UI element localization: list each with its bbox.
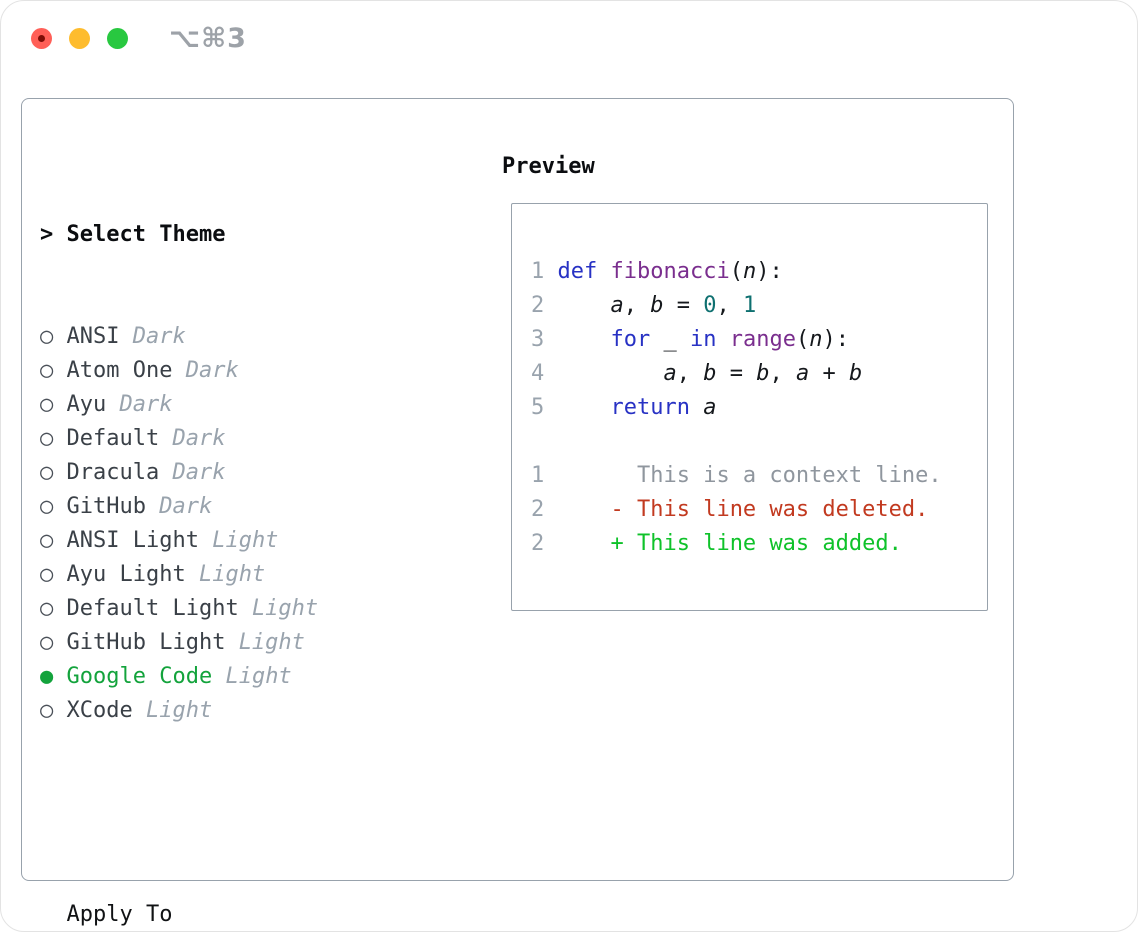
- radio-unselected-icon: ○: [40, 698, 67, 723]
- theme-name: Default Light: [66, 596, 252, 621]
- code-preview: 1 def fibonacci(n): 2 a, b = 0, 1 3 for _ …: [531, 255, 942, 561]
- code-line: 3 for _ in range(n):: [531, 327, 849, 352]
- theme-variant: Dark: [132, 324, 186, 349]
- radio-unselected-icon: ○: [40, 528, 67, 553]
- theme-name: Default: [66, 426, 173, 451]
- theme-name: Ayu Light: [66, 562, 199, 587]
- line-number: 1: [531, 259, 558, 284]
- theme-variant: Light: [225, 664, 292, 689]
- radio-unselected-icon: ○: [40, 358, 67, 383]
- theme-variant: Dark: [159, 494, 213, 519]
- theme-option-google-code[interactable]: ● Google Code Light: [40, 660, 411, 694]
- select-theme-title: Select Theme: [66, 222, 226, 247]
- radio-unselected-icon: ○: [40, 494, 67, 519]
- spacer: [40, 796, 411, 830]
- code-line: 5 return a: [531, 395, 717, 420]
- theme-variant: Light: [251, 596, 319, 621]
- line-number: 2: [531, 293, 558, 318]
- theme-variant: Light: [198, 562, 266, 587]
- theme-variant: Dark: [172, 426, 226, 451]
- radio-unselected-icon: ○: [40, 426, 67, 451]
- maximize-button[interactable]: [107, 28, 128, 49]
- theme-option-ayu-light[interactable]: ○ Ayu Light Light: [40, 558, 411, 592]
- titlebar: ⌥⌘3: [1, 1, 1137, 76]
- apply-to-title: Apply To: [66, 902, 173, 927]
- line-number: 1: [531, 463, 611, 488]
- radio-unselected-icon: ○: [40, 562, 67, 587]
- theme-option-github[interactable]: ○ GitHub Dark: [40, 490, 411, 524]
- spacer: [531, 425, 942, 459]
- theme-name: Google Code: [66, 664, 226, 689]
- close-dot-icon: [38, 35, 45, 42]
- radio-unselected-icon: ○: [40, 630, 67, 655]
- theme-name: GitHub: [66, 494, 160, 519]
- theme-option-ayu[interactable]: ○ Ayu Dark: [40, 388, 411, 422]
- preview-box: 1 def fibonacci(n): 2 a, b = 0, 1 3 for _ …: [511, 203, 988, 611]
- theme-variant: Light: [212, 528, 279, 553]
- radio-unselected-icon: ○: [40, 596, 67, 621]
- theme-variant: Dark: [172, 460, 226, 485]
- theme-option-default[interactable]: ○ Default Dark: [40, 422, 411, 456]
- theme-name: Dracula: [66, 460, 173, 485]
- left-column: > Select Theme ○ ANSI Dark○ Atom One Dar…: [40, 150, 411, 931]
- theme-variant: Light: [238, 630, 305, 655]
- radio-unselected-icon: ○: [40, 460, 67, 485]
- theme-name: Atom One: [66, 358, 186, 383]
- radio-selected-icon: ●: [40, 664, 67, 689]
- theme-option-xcode[interactable]: ○ XCode Light: [40, 694, 411, 728]
- theme-variant: Dark: [119, 392, 173, 417]
- theme-variant: Dark: [185, 358, 239, 383]
- theme-variant: Light: [145, 698, 213, 723]
- diff-line-add: 2 + This line was added.: [531, 527, 942, 561]
- theme-name: XCode: [66, 698, 146, 723]
- theme-option-github-light[interactable]: ○ GitHub Light Light: [40, 626, 411, 660]
- theme-list: ○ ANSI Dark○ Atom One Dark○ Ayu Dark○ De…: [40, 320, 411, 728]
- minimize-button[interactable]: [69, 28, 90, 49]
- line-number: 2: [531, 531, 611, 556]
- line-number: 4: [531, 361, 558, 386]
- theme-option-default-light[interactable]: ○ Default Light Light: [40, 592, 411, 626]
- theme-option-ansi[interactable]: ○ ANSI Dark: [40, 320, 411, 354]
- diff-text: This is a context line.: [610, 463, 942, 488]
- diff-text: + This line was added.: [610, 531, 902, 556]
- diff-text: - This line was deleted.: [610, 497, 929, 522]
- theme-option-atom-one[interactable]: ○ Atom One Dark: [40, 354, 411, 388]
- preview-title: Preview: [502, 154, 595, 179]
- theme-name: ANSI: [66, 324, 133, 349]
- theme-name: Ayu: [66, 392, 120, 417]
- diff-line-del: 2 - This line was deleted.: [531, 493, 942, 527]
- select-theme-header: > Select Theme: [40, 218, 411, 252]
- theme-option-ansi-light[interactable]: ○ ANSI Light Light: [40, 524, 411, 558]
- line-number: 3: [531, 327, 558, 352]
- line-number: 2: [531, 497, 611, 522]
- diff-line-ctx: 1 This is a context line.: [531, 459, 942, 493]
- line-number: 5: [531, 395, 558, 420]
- theme-option-dracula[interactable]: ○ Dracula Dark: [40, 456, 411, 490]
- theme-name: GitHub Light: [66, 630, 239, 655]
- radio-unselected-icon: ○: [40, 324, 67, 349]
- theme-name: ANSI Light: [66, 528, 213, 553]
- radio-unselected-icon: ○: [40, 392, 67, 417]
- theme-selector-panel: > Select Theme ○ ANSI Dark○ Atom One Dar…: [21, 98, 1014, 927]
- code-line: 1 def fibonacci(n):: [531, 259, 783, 284]
- close-button[interactable]: [31, 28, 52, 49]
- code-line: 4 a, b = b, a + b: [531, 361, 863, 386]
- focus-prompt-icon: >: [40, 222, 67, 247]
- window-shortcut-label: ⌥⌘3: [169, 23, 247, 54]
- code-line: 2 a, b = 0, 1: [531, 293, 757, 318]
